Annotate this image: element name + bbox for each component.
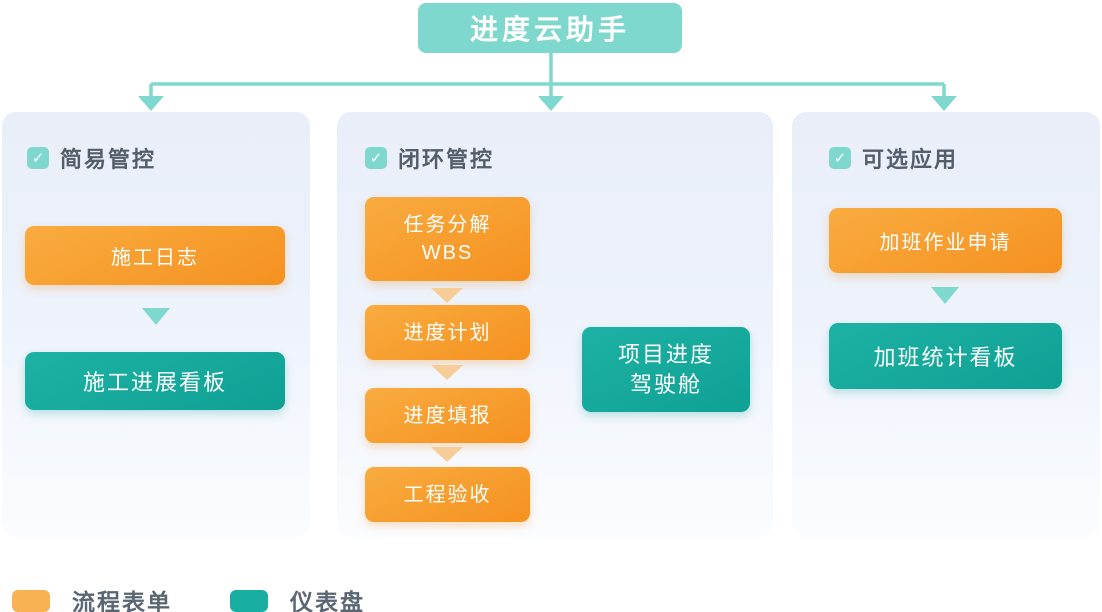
root-node-label: 进度云助手 (469, 14, 630, 45)
node-construction-progress-board: 施工进展看板 (25, 352, 285, 410)
checkbox-icon: ✓ (365, 147, 387, 169)
title-tree-lines (149, 52, 946, 97)
panel-simple-control-header: ✓ 简易管控 (27, 142, 156, 174)
node-overtime-application: 加班作业申请 (829, 208, 1062, 273)
panel-simple-control: ✓ 简易管控 施工日志 施工进展看板 (2, 112, 310, 537)
arrow-down-icon (431, 447, 463, 462)
check-glyph: ✓ (31, 149, 45, 167)
node-label: 加班统计看板 (873, 345, 1018, 370)
legend-swatch-form (12, 590, 50, 612)
node-project-acceptance: 工程验收 (365, 467, 530, 522)
checkbox-icon: ✓ (27, 147, 49, 169)
legend: 流程表单 仪表盘 (12, 583, 365, 612)
node-label: 项目进度 驾驶舱 (617, 341, 714, 397)
panel-optional-apps: ✓ 可选应用 加班作业申请 加班统计看板 (792, 112, 1100, 537)
arrow-down-icon (931, 287, 959, 304)
arrow-down-icon (931, 96, 957, 111)
legend-label-form: 流程表单 (72, 589, 172, 612)
node-wbs: 任务分解 WBS (365, 197, 530, 281)
node-label: 任务分解 WBS (403, 214, 492, 264)
panel-header-label: 简易管控 (60, 147, 157, 172)
node-schedule-plan: 进度计划 (365, 305, 530, 360)
arrow-down-icon (431, 288, 463, 303)
root-node-title: 进度云助手 (418, 3, 682, 53)
node-label: 工程验收 (403, 483, 492, 506)
node-label: 进度计划 (403, 321, 492, 344)
node-construction-log: 施工日志 (25, 226, 285, 285)
panel-closed-loop-control: ✓ 闭环管控 任务分解 WBS 进度计划 进度填报 工程验收 项目进度 驾驶舱 (337, 112, 773, 537)
check-glyph: ✓ (369, 149, 383, 167)
node-label: 加班作业申请 (879, 232, 1012, 254)
arrow-down-icon (138, 96, 164, 111)
node-progress-report: 进度填报 (365, 388, 530, 443)
node-overtime-stats-board: 加班统计看板 (829, 323, 1062, 389)
node-progress-cockpit: 项目进度 驾驶舱 (582, 327, 750, 412)
panel-header-label: 闭环管控 (398, 147, 495, 172)
node-label: 进度填报 (403, 404, 492, 427)
panel-optional-apps-header: ✓ 可选应用 (829, 142, 958, 174)
title-tree-arrowheads (138, 96, 957, 111)
node-label: 施工日志 (111, 247, 199, 269)
arrow-down-icon (431, 365, 463, 380)
panel-closed-loop-header: ✓ 闭环管控 (365, 142, 494, 174)
check-glyph: ✓ (833, 149, 847, 167)
legend-label-dashboard: 仪表盘 (290, 589, 365, 612)
panel-header-label: 可选应用 (862, 147, 959, 172)
legend-swatch-dashboard (230, 590, 268, 612)
arrow-down-icon (538, 96, 564, 111)
arrow-down-icon (142, 308, 170, 325)
node-label: 施工进展看板 (82, 370, 227, 395)
checkbox-icon: ✓ (829, 147, 851, 169)
